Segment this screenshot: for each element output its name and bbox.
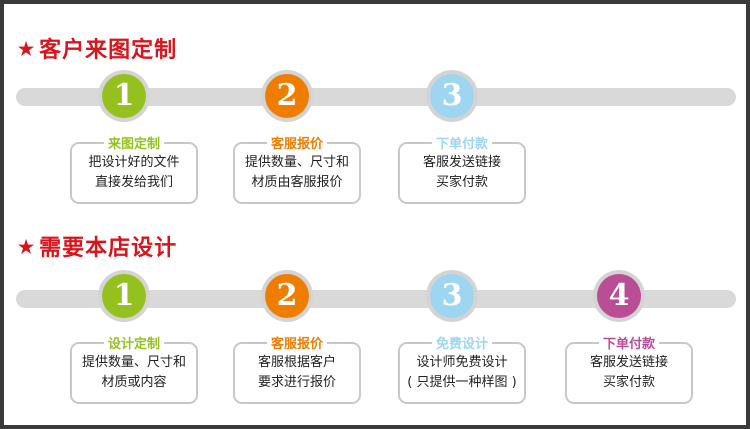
desc-line: 直接发给我们 [94, 175, 173, 190]
desc-line: 买家付款 [602, 375, 655, 390]
step-number-badge: 1 [98, 70, 150, 122]
section-title-text: 客户来图定制 [39, 37, 178, 63]
step-card: 来图定制 把设计好的文件直接发给我们 [70, 133, 198, 204]
step-card: 设计定制 提供数量、尺寸和材质或内容 [70, 333, 198, 404]
section-title-text: 需要本店设计 [39, 235, 178, 261]
desc-line: 要求进行报价 [257, 375, 336, 390]
desc-line: 客服发送链接 [589, 355, 668, 370]
step-description: 把设计好的文件直接发给我们 [72, 153, 196, 193]
process-bar [16, 88, 736, 106]
star-icon: ★ [18, 237, 36, 258]
step-title: 来图定制 [103, 133, 165, 152]
desc-line: 把设计好的文件 [88, 155, 180, 170]
desc-line: 客服发送链接 [422, 155, 501, 170]
step-card: 下单付款 客服发送链接买家付款 [398, 133, 526, 204]
step-title: 免费设计 [431, 333, 493, 352]
step-title: 下单付款 [598, 333, 660, 352]
process-bar [16, 290, 736, 308]
step-number-badge: 3 [426, 70, 478, 122]
desc-line: 买家付款 [435, 175, 488, 190]
step-number-badge: 1 [98, 270, 150, 322]
step-number: 3 [430, 274, 474, 318]
step-title: 下单付款 [431, 133, 493, 152]
step-number: 4 [597, 274, 641, 318]
desc-line: 提供数量、尺寸和 [244, 155, 349, 170]
section-title: ★客户来图定制 [18, 32, 177, 64]
step-description: 客服发送链接买家付款 [400, 153, 524, 193]
section-title: ★需要本店设计 [18, 230, 177, 262]
step-number: 2 [265, 274, 309, 318]
step-description: 客服发送链接买家付款 [567, 353, 691, 393]
step-number: 1 [102, 274, 146, 318]
step-description: 设计师免费设计 ( 只提供一种样图 ) [400, 353, 524, 393]
desc-line: 提供数量、尺寸和 [81, 355, 186, 370]
step-title: 客服报价 [266, 333, 328, 352]
step-number-badge: 4 [593, 270, 645, 322]
desc-line: 客服根据客户 [257, 355, 336, 370]
step-number-badge: 2 [261, 70, 313, 122]
step-description: 提供数量、尺寸和材质由客服报价 [235, 153, 359, 193]
step-card: 客服报价 客服根据客户要求进行报价 [233, 333, 361, 404]
step-number: 2 [265, 74, 309, 118]
step-title: 设计定制 [103, 333, 165, 352]
step-description: 客服根据客户要求进行报价 [235, 353, 359, 393]
step-number: 1 [102, 74, 146, 118]
step-number-badge: 3 [426, 270, 478, 322]
step-card: 下单付款 客服发送链接买家付款 [565, 333, 693, 404]
desc-line: 材质或内容 [101, 375, 167, 390]
step-description: 提供数量、尺寸和材质或内容 [72, 353, 196, 393]
star-icon: ★ [18, 39, 36, 60]
desc-line: ( 只提供一种样图 ) [407, 375, 517, 390]
step-title: 客服报价 [266, 133, 328, 152]
desc-line: 设计师免费设计 [416, 355, 508, 370]
step-card: 免费设计 设计师免费设计 ( 只提供一种样图 ) [398, 333, 526, 404]
step-number: 3 [430, 74, 474, 118]
desc-line: 材质由客服报价 [251, 175, 343, 190]
step-card: 客服报价 提供数量、尺寸和材质由客服报价 [233, 133, 361, 204]
step-number-badge: 2 [261, 270, 313, 322]
